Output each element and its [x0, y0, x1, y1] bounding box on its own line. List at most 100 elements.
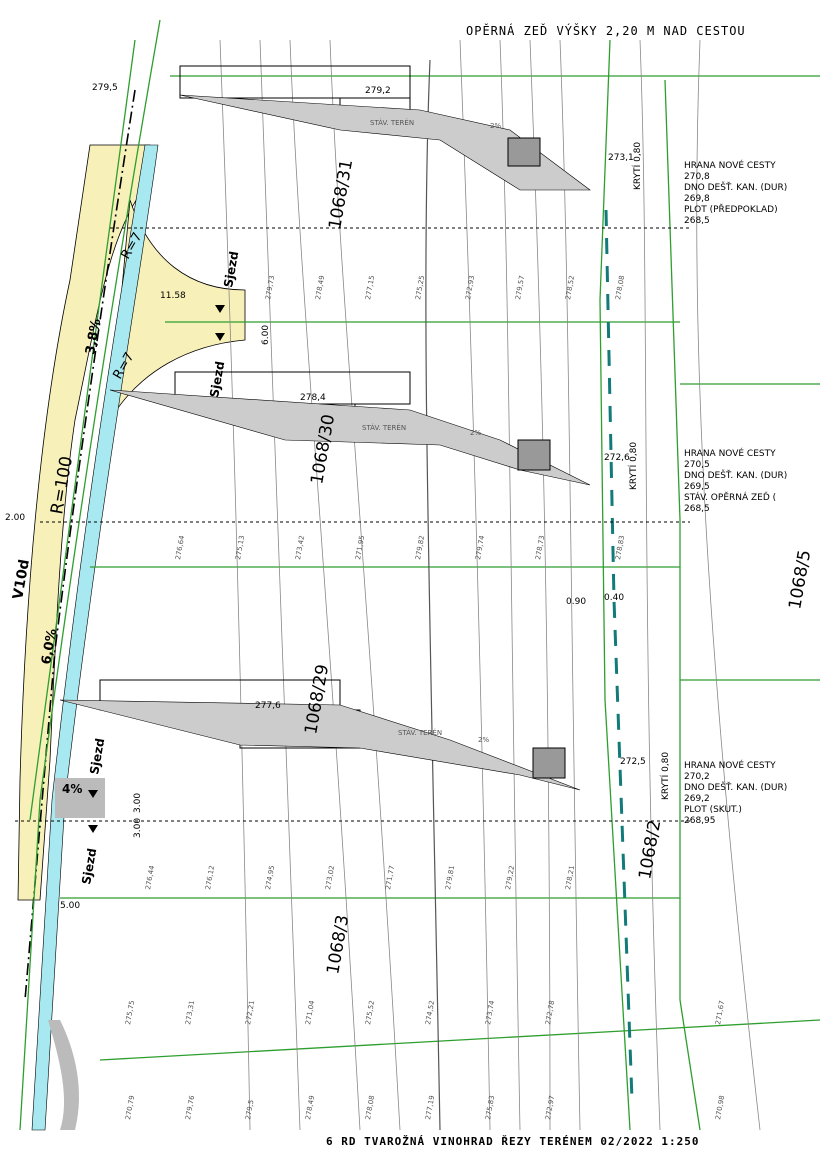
section-3: 277,6 STÁV. TERÉN 2% 272,5 KRYTÍ 0,80 HR… [15, 679, 787, 826]
level-label: 279,2 [365, 86, 391, 96]
contour-elevation-label: 270,98 [714, 1095, 726, 1121]
note-level: 270,2 [684, 772, 710, 782]
note-level: 269,5 [684, 482, 710, 492]
dimension: 2.00 [5, 513, 25, 523]
terrain-label: STÁV. TERÉN [362, 423, 406, 432]
road-axis [24, 89, 136, 1001]
contour-elevation-label: 279,74 [474, 534, 486, 560]
contour-elevation-label: 279,82 [414, 535, 426, 561]
slope-label: 2% [470, 429, 481, 437]
dimension: 0.90 [566, 597, 586, 607]
dimension: 3.00 [133, 793, 143, 813]
contour-elevation-label: 272,97 [544, 1095, 556, 1121]
cover-label: KRYTÍ 0,80 [659, 752, 671, 800]
paved-area [48, 1020, 80, 1130]
contour-elevation-label: 275,75 [124, 1000, 136, 1026]
sidewalk-strip [31, 144, 159, 1131]
sewer-line [604, 209, 634, 1101]
contour-elevation-label: 271,04 [304, 999, 316, 1025]
level-label: 277,6 [255, 701, 281, 711]
road-code: V10d [10, 558, 33, 601]
note: DNO DEŠŤ. KAN. (DUR) [684, 781, 787, 793]
note: STÁV. OPĚRNÁ ZEĎ ( [684, 491, 776, 503]
dimension: 5.00 [60, 901, 80, 911]
slope-label: 2% [478, 736, 489, 744]
note: PLOT (PŘEDPOKLAD) [684, 204, 778, 215]
level-label: 278,4 [300, 393, 326, 403]
contour-elevation-label: 275,83 [484, 1095, 496, 1121]
contour-elevation-label: 272,78 [544, 1000, 556, 1026]
note-level: 268,95 [684, 816, 716, 826]
contour-elevation-label: 273,31 [184, 1000, 196, 1026]
parcel-label: 1068/5 [785, 548, 815, 610]
contour-elevation-label: 277,19 [424, 1095, 436, 1121]
note: PLOT (SKUT.) [684, 805, 742, 815]
dimension: 3.00 [133, 818, 143, 838]
driveway-pad [55, 778, 105, 818]
contour-elevation-label: 274,95 [264, 865, 276, 891]
note-level: 269,8 [684, 194, 710, 204]
dimension: 0.40 [604, 593, 624, 603]
slope-label: 3,8% [83, 318, 104, 356]
contour-elevation-label: 274,52 [424, 1000, 436, 1026]
contour-elevation-label: 270,79 [124, 1095, 136, 1121]
contour-elevation-label: 278,21 [564, 865, 576, 891]
contour-elevation-label: 275,52 [364, 1000, 376, 1026]
terrain-label: STÁV. TERÉN [398, 728, 442, 737]
contour-elevation-label: 279,5 [244, 1099, 255, 1120]
contour-elevation-label: 279,81 [444, 865, 456, 891]
dimension: 6.00 [261, 325, 271, 345]
contour-elevation-label: 278,49 [314, 275, 326, 301]
drawing-title: OPĚRNÁ ZEĎ VÝŠKY 2,20 M NAD CESTOU [466, 23, 746, 38]
note-level: 270,5 [684, 460, 710, 470]
contour-elevation-label: 276,12 [204, 865, 216, 891]
contour-elevation-label: 273,42 [294, 535, 306, 561]
note: DNO DEŠŤ. KAN. (DUR) [684, 469, 787, 481]
contour-elevation-label: 279,57 [514, 275, 526, 301]
contour-elevation-label: 271,77 [384, 865, 396, 891]
note-level: 268,5 [684, 216, 710, 226]
parcel-label: 1068/2 [635, 818, 665, 880]
contour-elevation-label: 279,76 [184, 1094, 196, 1120]
slope-label: 2% [490, 122, 501, 130]
note-level: 269,2 [684, 794, 710, 804]
cover-label: KRYTÍ 0,80 [627, 442, 639, 490]
contour-elevation-label: 273,74 [484, 999, 496, 1025]
contour-elevation-label: 275,25 [414, 275, 426, 301]
contour-elevation-label: 278,08 [614, 275, 626, 301]
note: HRANA NOVÉ CESTY [684, 447, 776, 459]
contour-elevation-label: 272,93 [464, 275, 476, 301]
contour-elevation-label: 276,44 [144, 864, 156, 890]
driveway-label: Sjezd [221, 250, 241, 288]
parcel-boundaries [19, 19, 821, 1131]
contour-elevation-label: 278,49 [304, 1095, 316, 1121]
note: HRANA NOVÉ CESTY [684, 759, 776, 771]
note-level: 268,5 [684, 504, 710, 514]
driveway-label: Sjezd [79, 847, 99, 885]
contour-lines [219, 39, 761, 1131]
contour-elevation-label: 279,22 [504, 865, 516, 891]
section-1: 279,5 279,2 STÁV. TERÉN 2% 273,1 KRYTÍ 0… [92, 65, 787, 229]
note: HRANA NOVÉ CESTY [684, 159, 776, 171]
drawing-footer: 6 RD TVAROŽNÁ VINOHRAD ŘEZY TERÉNEM 02/2… [326, 1135, 700, 1148]
contour-elevation-label: 273,02 [324, 865, 336, 891]
contour-elevation-label: 272,21 [244, 1000, 256, 1026]
driveway-label: Sjezd [87, 737, 107, 775]
level-label: 272,6 [604, 453, 630, 463]
level-label: 273,1 [608, 153, 634, 163]
driveway-label: Sjezd [207, 360, 227, 398]
slope-label: 6,0% [39, 628, 60, 666]
level-label: 279,5 [92, 83, 118, 93]
contour-elevation-label: 271,67 [714, 1000, 726, 1026]
contour-elevation-label: 278,08 [364, 1095, 376, 1121]
driveway-surface [109, 199, 246, 421]
contour-elevation-label: 275,13 [234, 535, 246, 561]
cover-label: KRYTÍ 0,80 [631, 142, 643, 190]
parcel-label: 1068/31 [325, 158, 357, 231]
dimension: 11.58 [160, 291, 186, 301]
section-2: 278,4 STÁV. TERÉN 2% 272,6 KRYTÍ 0,80 HR… [40, 371, 787, 523]
contour-elevation-label: 278,52 [564, 275, 576, 301]
level-label: 272,5 [620, 757, 646, 767]
slope-label: 4% [62, 782, 82, 796]
